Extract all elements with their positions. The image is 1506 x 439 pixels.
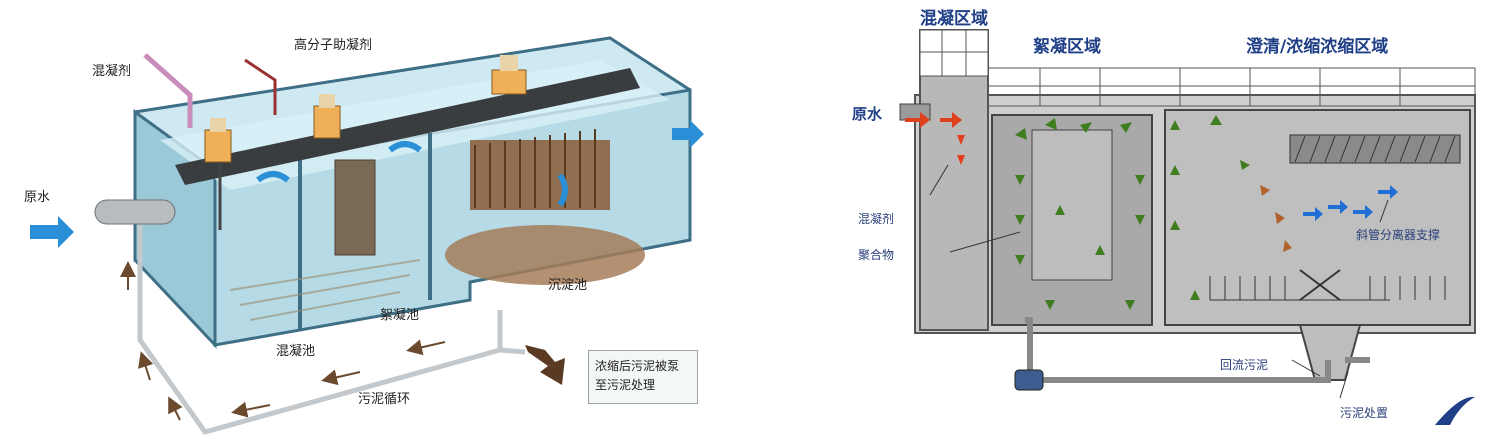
coagulation-column [919, 29, 989, 331]
right-diagram: 混凝区域 絮凝区域 澄清/浓缩浓缩区域 原水 混凝剂 聚合物 斜管分离器支撑 回… [780, 0, 1506, 439]
flow-arrow-3 [557, 173, 568, 207]
flow-arrow-1 [256, 171, 290, 183]
inlet-pipe [94, 199, 176, 225]
raw-water-label: 原水 [24, 190, 51, 205]
raw-water-label-right: 原水 [852, 105, 883, 123]
header-coagulation-zone: 混凝区域 [920, 9, 988, 29]
leader-return [1291, 359, 1321, 377]
pump-riser-pipe [1025, 317, 1033, 380]
inclined-plates [470, 129, 610, 210]
header-clarification-zone: 澄清/浓缩浓缩区域 [1246, 37, 1389, 57]
polymer-pipe [244, 58, 277, 115]
flocculator-paddle [334, 159, 376, 256]
leader-coagulant [929, 164, 949, 196]
sedimentation-tank-label: 沉淀池 [548, 278, 588, 293]
red-flow-arrows [905, 112, 965, 165]
sludge-recycle-label: 污泥循环 [358, 392, 411, 407]
leader-polymer [949, 231, 1021, 253]
coagulant-label: 混凝剂 [92, 64, 132, 79]
railing [987, 67, 1476, 107]
leader-support [1379, 199, 1389, 223]
note-line-1: 浓缩后污泥被泵 [595, 359, 680, 373]
outlet-arrow [672, 120, 704, 148]
sludge-recycle-pipe [137, 225, 526, 435]
bridge-beam [175, 68, 640, 185]
logo-icon [1435, 396, 1475, 425]
floor-streaks [229, 259, 421, 321]
leader-disposal [1339, 371, 1349, 399]
sludge-disposal-label: 污泥处置 [1340, 406, 1389, 420]
blue-flow-arrows [1303, 185, 1398, 221]
return-sludge-label: 回流污泥 [1220, 358, 1269, 372]
note-line-2: 至污泥处理 [595, 378, 656, 392]
sludge-bed [445, 225, 645, 285]
left-tank-illustration [30, 36, 704, 435]
sludge-scraper [1209, 269, 1446, 301]
motor-3 [491, 55, 527, 95]
return-sludge-pipe [1030, 360, 1331, 383]
motor-2 [313, 94, 341, 139]
polymer-label: 聚合物 [858, 248, 895, 262]
coagulation-tank-label: 混凝池 [276, 344, 316, 359]
left-diagram: 混凝剂 高分子助凝剂 原水 沉淀池 絮凝池 混凝池 污泥循环 浓缩后污泥被泵 至… [0, 0, 740, 439]
right-process-section [899, 29, 1476, 425]
coagulant-pipe [143, 53, 193, 128]
sludge-out-arrow [525, 345, 565, 385]
pump [1014, 369, 1044, 391]
sludge-hopper [1298, 324, 1362, 381]
flow-arrow-2 [388, 141, 422, 153]
flocculation-tank-label: 絮凝池 [380, 308, 420, 323]
brown-flow-arrows [1260, 185, 1292, 252]
inclined-tube-support-label: 斜管分离器支撑 [1356, 228, 1441, 242]
polymer-aid-label: 高分子助凝剂 [294, 38, 373, 53]
coagulant-label-right: 混凝剂 [858, 212, 895, 226]
motor-1 [204, 118, 232, 163]
raw-water-arrow [30, 216, 74, 248]
sludge-treatment-note: 浓缩后污泥被泵 至污泥处理 [588, 350, 698, 404]
green-flow-arrows [1015, 115, 1250, 310]
header-flocculation-zone: 絮凝区域 [1033, 37, 1101, 57]
inclined-tube-settler [1289, 134, 1461, 164]
draft-tube [1031, 129, 1113, 281]
